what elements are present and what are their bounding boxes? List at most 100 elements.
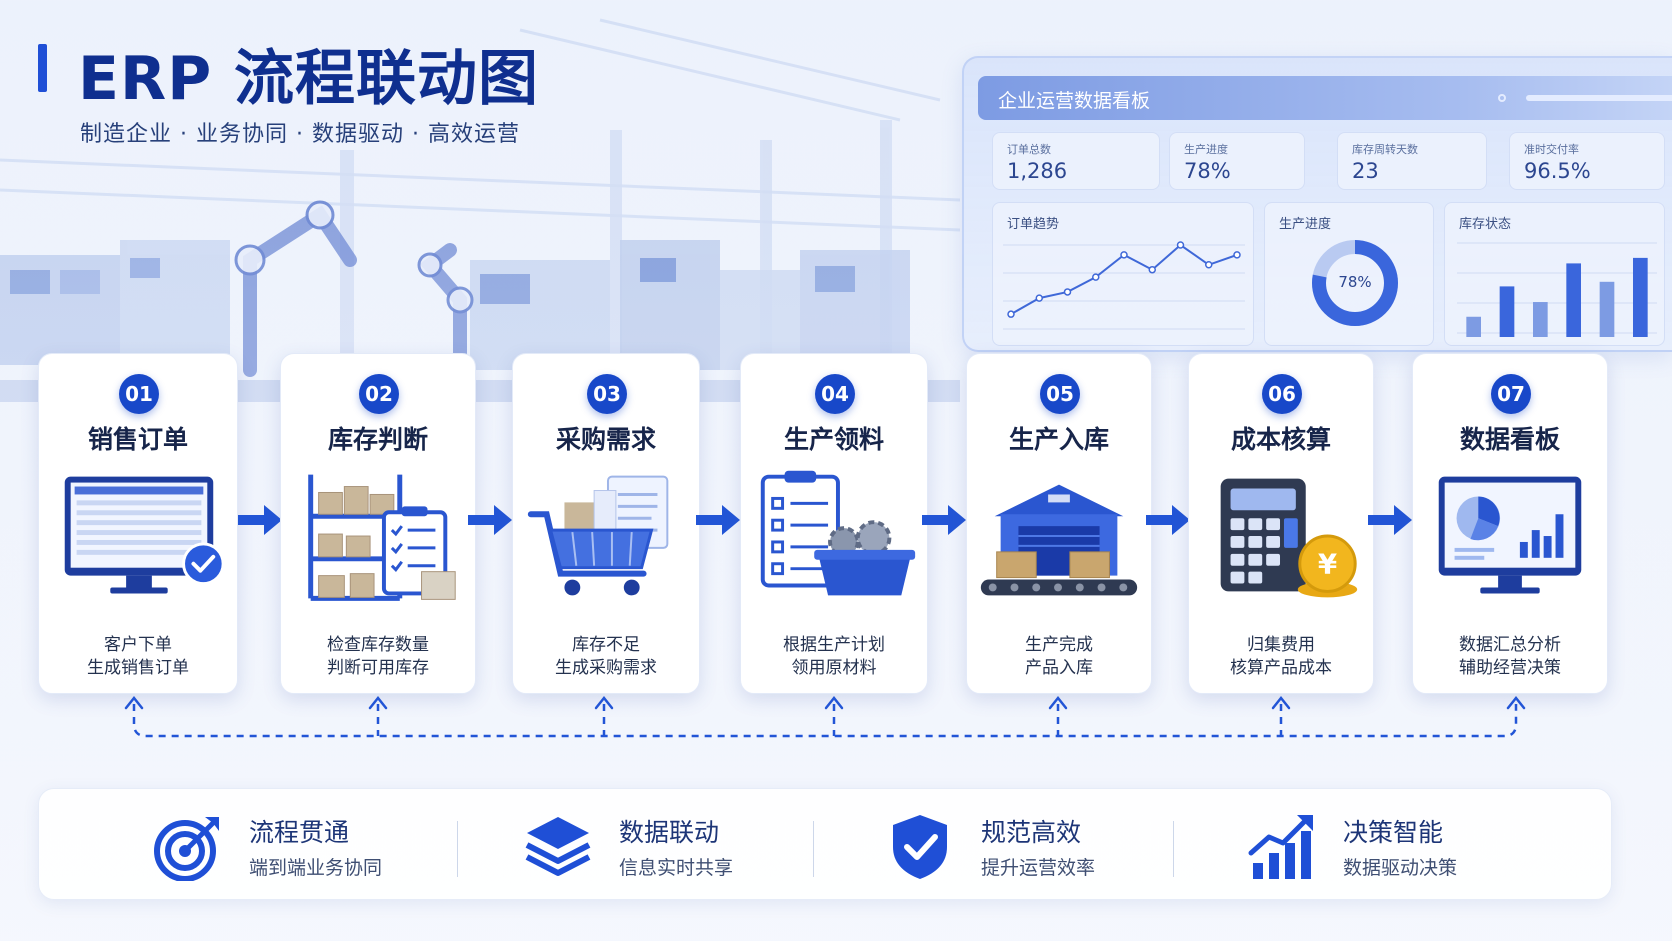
flow-arrow-icon: [1146, 505, 1190, 535]
kpi-card-production: 生产进度 78%: [1169, 132, 1305, 190]
warehouse-shelf-icon: [308, 474, 456, 601]
flow-arrow-icon: [238, 505, 282, 535]
step-desc-line: 客户下单: [104, 635, 172, 655]
inventory-bar: [1499, 286, 1515, 337]
step-title: 生产领料: [783, 425, 884, 454]
feature-divider: [457, 821, 458, 877]
feature-subtitle: 信息实时共享: [619, 857, 734, 879]
donut-progress-arc: [1312, 240, 1398, 326]
inventory-bar: [1633, 257, 1648, 337]
page-title: ERP 流程联动图: [78, 44, 540, 114]
kpi-value: 23: [1352, 159, 1379, 183]
step-number-badge: 07: [1491, 374, 1531, 414]
step-number-badge: 03: [587, 374, 627, 414]
feature-divider: [813, 821, 814, 877]
step-description: 根据生产计划 领用原材料: [741, 634, 927, 680]
shield-check-icon: [893, 815, 947, 879]
step-card-cost-accounting[interactable]: 06 成本核算 ¥ 归集费用 核算产品成本: [1188, 353, 1374, 694]
kpi-label: 生产进度: [1184, 143, 1228, 156]
step-title: 库存判断: [327, 425, 428, 454]
calculator-coin-icon: ¥: [1220, 478, 1358, 598]
step-card-material-picking[interactable]: 04 生产领料 根据生产计划 领用原材料: [740, 353, 928, 694]
feedback-loop-connector: [124, 695, 1526, 738]
status-dot-icon: [1498, 94, 1506, 102]
feature-subtitle: 端到端业务协同: [249, 857, 383, 879]
step-desc-line: 数据汇总分析: [1459, 635, 1561, 655]
panel-label: 库存状态: [1459, 217, 1512, 232]
title-accent-bar: [38, 44, 47, 92]
kpi-card-delivery: 准时交付率 96.5%: [1509, 132, 1665, 190]
growth-chart-icon: [1248, 815, 1313, 879]
step-description: 客户下单 生成销售订单: [39, 634, 237, 680]
step-desc-line: 核算产品成本: [1230, 658, 1332, 678]
trend-point: [1035, 294, 1043, 302]
feature-subtitle: 数据驱动决策: [1343, 857, 1458, 879]
step-card-inventory-check[interactable]: 02 库存判断 检查库存数量 判断可用库存: [280, 353, 476, 694]
feature-title: 数据联动: [619, 818, 720, 847]
step-desc-line: 检查库存数量: [327, 635, 429, 655]
step-description: 生产完成 产品入库: [967, 634, 1151, 680]
trend-point: [1120, 251, 1128, 259]
inventory-bar: [1466, 316, 1481, 337]
step-desc-line: 根据生产计划: [783, 635, 885, 655]
step-desc-line: 领用原材料: [791, 658, 877, 678]
layers-icon: [525, 817, 591, 876]
step-desc-line: 生产完成: [1025, 635, 1093, 655]
kpi-label: 库存周转天数: [1352, 143, 1418, 156]
step-desc-line: 生成采购需求: [555, 658, 657, 678]
target-icon: [154, 817, 219, 881]
step-number-badge: 01: [119, 374, 159, 414]
step-number-badge: 06: [1262, 374, 1302, 414]
feature-title: 规范高效: [981, 818, 1082, 847]
step-desc-line: 产品入库: [1025, 658, 1093, 678]
panel-label: 生产进度: [1279, 217, 1332, 232]
trend-point: [1063, 288, 1072, 296]
kpi-label: 准时交付率: [1524, 143, 1579, 156]
step-title: 成本核算: [1230, 425, 1331, 454]
dashboard-header: 企业运营数据看板: [978, 76, 1672, 120]
step-card-production-warehousing[interactable]: 05 生产入库 生产完成 产品入库: [966, 353, 1152, 694]
kpi-value: 1,286: [1007, 159, 1068, 183]
step-desc-line: 生成销售订单: [87, 658, 189, 678]
production-progress-panel: 生产进度 78%: [1264, 202, 1434, 346]
analytics-monitor-icon: [1438, 476, 1582, 594]
inventory-bar: [1599, 281, 1615, 337]
step-title: 生产入库: [1008, 425, 1109, 454]
feature-title: 决策智能: [1343, 818, 1444, 847]
header-decoration: [1526, 95, 1672, 101]
inventory-status-panel: 库存状态: [1444, 202, 1665, 346]
monitor-check-icon: [64, 476, 225, 594]
dashboard-title: 企业运营数据看板: [998, 90, 1151, 112]
step-desc-line: 归集费用: [1247, 635, 1315, 655]
clipboard-parts-bin-icon: [760, 470, 916, 596]
step-card-data-dashboard[interactable]: 07 数据看板 数据汇总分析 辅助经营决策: [1412, 353, 1608, 694]
page-subtitle: 制造企业 · 业务协同 · 数据驱动 · 高效运营: [80, 122, 520, 147]
step-card-purchase-demand[interactable]: 03 采购需求 库存不足 生成采购需求: [512, 353, 700, 694]
flow-arrow-icon: [696, 505, 740, 535]
inventory-bar: [1533, 302, 1548, 337]
kpi-label: 订单总数: [1007, 143, 1051, 156]
trend-point: [1092, 273, 1100, 281]
step-title: 数据看板: [1459, 425, 1560, 454]
step-title: 销售订单: [87, 425, 188, 454]
step-number-badge: 05: [1040, 374, 1080, 414]
step-desc-line: 判断可用库存: [327, 658, 429, 678]
flow-arrow-icon: [468, 505, 512, 535]
trend-point: [1205, 261, 1213, 269]
step-description: 库存不足 生成采购需求: [513, 634, 699, 680]
step-desc-line: 辅助经营决策: [1459, 658, 1561, 678]
flow-arrow-icon: [1368, 505, 1412, 535]
step-card-sales-order[interactable]: 01 销售订单 客户下单 生成销售订单: [38, 353, 238, 694]
trend-point: [1176, 241, 1185, 249]
donut-center-value: 78%: [1338, 273, 1372, 291]
trend-point: [1233, 251, 1241, 259]
flow-arrow-icon: [922, 505, 966, 535]
trend-point: [1007, 310, 1015, 318]
step-description: 数据汇总分析 辅助经营决策: [1413, 634, 1607, 680]
feature-title: 流程贯通: [249, 818, 350, 847]
kpi-value: 78%: [1184, 159, 1231, 183]
step-description: 检查库存数量 判断可用库存: [281, 634, 475, 680]
order-trend-chart: [1003, 241, 1245, 330]
feature-divider: [1173, 821, 1174, 877]
production-progress-donut: [1312, 240, 1398, 326]
